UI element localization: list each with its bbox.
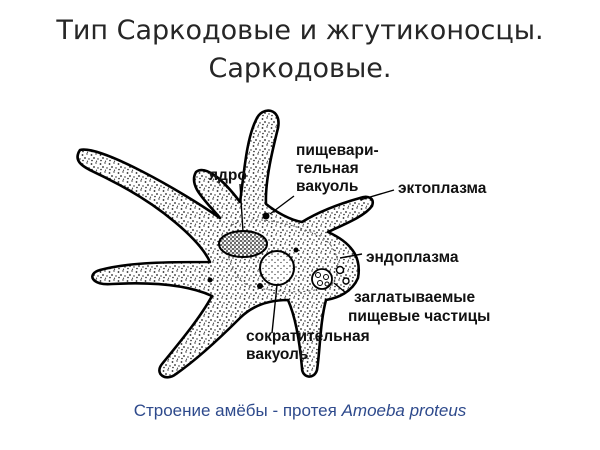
food-particles [311, 265, 350, 290]
slide-title-line-1: Тип Саркодовые и жгутиконосцы. [56, 15, 544, 46]
slide-title-line-2: Саркодовые. [208, 53, 392, 84]
caption-species: Amoeba proteus [341, 401, 467, 420]
label-particles-2: пищевые частицы [348, 308, 490, 325]
label-contractile-1: сократительная [246, 328, 370, 345]
label-food-vacuole-1: пищевари- [296, 142, 379, 159]
figure-caption: Строение амёбы - протея Amoeba proteus [0, 401, 600, 421]
label-particles-1: заглатываемые [354, 289, 476, 306]
leader-nucleus [239, 183, 244, 233]
label-food-vacuole-3: вакуоль [296, 178, 358, 195]
leader-ectoplasm [359, 189, 395, 201]
label-endoplasm: эндоплазма [366, 249, 459, 266]
leader-food-vacuole [269, 195, 295, 215]
slide-title: Тип Саркодовые и жгутиконосцы. Саркодовы… [0, 12, 600, 88]
contractile-vacuole [259, 250, 295, 286]
leader-endoplasm [339, 253, 363, 259]
label-food-vacuole-2: тельная [296, 160, 359, 177]
label-contractile-2: вакуоль [246, 346, 308, 363]
leader-contractile [271, 284, 278, 334]
caption-text: Строение амёбы - протея [133, 401, 342, 420]
leader-lines [239, 183, 395, 334]
leader-particles [333, 282, 347, 294]
label-ectoplasm: эктоплазма [398, 180, 487, 197]
small-vacuoles [207, 212, 299, 289]
nucleus [218, 230, 268, 258]
label-nucleus: ядро [209, 167, 247, 184]
